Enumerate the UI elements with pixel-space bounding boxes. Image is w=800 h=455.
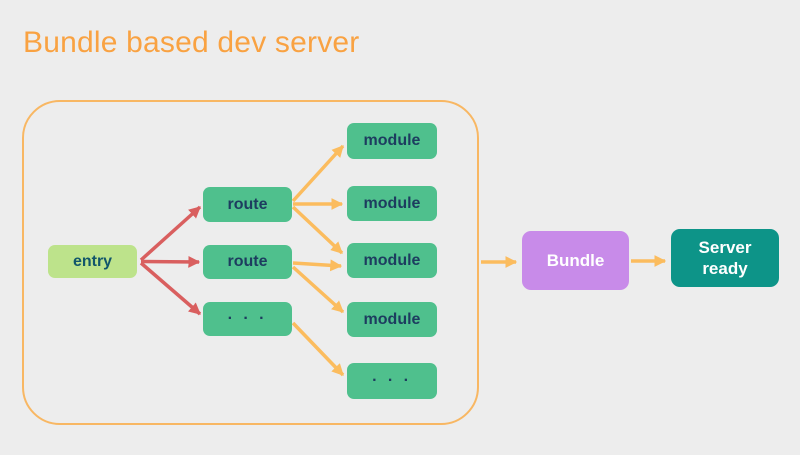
entry-node-label: entry	[72, 252, 113, 270]
route-node-2-label: route	[227, 253, 268, 270]
server-ready-label: Server ready	[698, 237, 752, 278]
module-node-1-label: module	[363, 132, 421, 149]
module-ellipsis-label: · · ·	[372, 372, 412, 389]
server-ready-node: Server ready	[671, 229, 779, 287]
module-node-3-label: module	[363, 251, 421, 269]
route-ellipsis-node: · · ·	[203, 302, 292, 336]
module-ellipsis-node: · · ·	[347, 363, 437, 399]
module-node-4: module	[347, 302, 437, 337]
module-node-2: module	[347, 186, 437, 221]
module-node-3: module	[347, 243, 437, 278]
entry-node: entry	[48, 245, 137, 278]
module-node-1: module	[347, 123, 437, 159]
route-ellipsis-label: · · ·	[227, 310, 268, 327]
dev-server-group-container	[22, 100, 479, 425]
route-node-1-label: route	[227, 195, 268, 213]
bundle-node-label: Bundle	[546, 250, 605, 270]
module-node-2-label: module	[363, 194, 421, 212]
page-title: Bundle based dev server	[23, 26, 360, 59]
route-node-1: route	[203, 187, 292, 222]
module-node-4-label: module	[363, 310, 421, 328]
route-node-2: route	[203, 245, 292, 279]
bundle-node: Bundle	[522, 231, 629, 290]
